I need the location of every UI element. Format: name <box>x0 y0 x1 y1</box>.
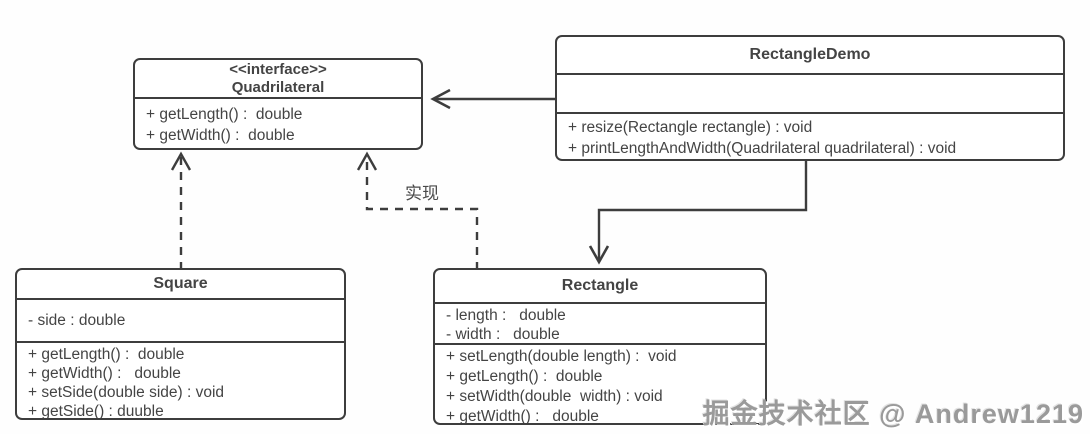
method-item: + getSide() : duuble <box>28 403 164 418</box>
methods-section: + getLength() : double + getWidth() : do… <box>135 97 421 148</box>
arrow-rectangledemo-to-rectangle <box>588 161 808 265</box>
class-header: Rectangle <box>435 270 765 302</box>
class-box-square: Square - side : double + getLength() : d… <box>15 268 346 420</box>
arrowhead-up-icon <box>170 151 192 171</box>
attribute-item: - side : double <box>28 311 126 329</box>
method-item: + getLength() : double <box>28 346 185 363</box>
methods-section: + setLength(double length) : void + getL… <box>435 343 765 423</box>
attributes-section: - length : double - width : double <box>435 302 765 343</box>
attribute-item: - length : double <box>446 307 566 324</box>
method-item: + resize(Rectangle rectangle) : void <box>568 119 813 136</box>
method-item: + setLength(double length) : void <box>446 348 677 365</box>
method-item: + getLength() : double <box>446 368 603 385</box>
class-box-quadrilateral: <<interface>> Quadrilateral + getLength(… <box>133 58 423 150</box>
realization-rectangle-to-quadrilateral <box>356 151 479 270</box>
class-header: RectangleDemo <box>557 37 1063 73</box>
method-item: + getWidth() : double <box>146 127 295 144</box>
class-box-rectangle: Rectangle - length : double - width : do… <box>433 268 767 425</box>
attributes-section: - side : double <box>17 298 344 341</box>
class-header: Square <box>17 270 344 298</box>
attribute-item: - width : double <box>446 326 560 343</box>
arrow-rectangledemo-to-quadrilateral <box>430 88 555 110</box>
class-name: Quadrilateral <box>231 78 325 96</box>
arrowhead-up-icon <box>356 151 378 171</box>
class-name: Rectangle <box>561 277 639 294</box>
arrow-line <box>597 161 808 261</box>
class-box-rectangledemo: RectangleDemo + resize(Rectangle rectang… <box>555 35 1065 161</box>
methods-section: + resize(Rectangle rectangle) : void + p… <box>557 112 1063 159</box>
class-name: Square <box>153 275 208 292</box>
method-item: + setWidth(double width) : void <box>446 388 663 405</box>
class-name: RectangleDemo <box>749 46 871 63</box>
method-item: + getLength() : double <box>146 106 303 123</box>
dashed-line <box>365 157 479 270</box>
method-item: + setSide(double side) : void <box>28 384 225 401</box>
edge-label-realize: 实现 <box>405 184 439 203</box>
watermark-text: 掘金技术社区 @ Andrew1219 <box>702 399 1084 429</box>
method-item: + getWidth() : double <box>446 408 599 423</box>
method-item: + printLengthAndWidth(Quadrilateral quad… <box>568 140 957 157</box>
attributes-section-empty <box>557 73 1063 112</box>
arrowhead-down-icon <box>588 245 610 265</box>
method-item: + getWidth() : double <box>28 365 181 382</box>
stereotype-label: <<interface>> <box>229 60 327 78</box>
class-header: <<interface>> Quadrilateral <box>135 60 421 97</box>
methods-section: + getLength() : double + getWidth() : do… <box>17 341 344 418</box>
realization-square-to-quadrilateral <box>170 151 192 270</box>
arrowhead-left-icon <box>430 88 451 110</box>
